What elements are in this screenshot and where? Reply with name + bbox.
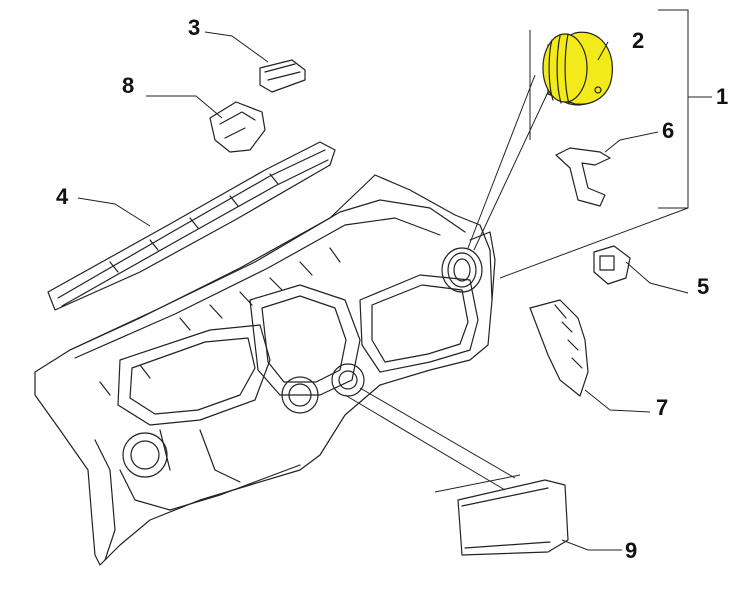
leader-2 xyxy=(597,41,609,61)
callout-8: 8 xyxy=(122,73,135,98)
leader-3 xyxy=(204,31,269,63)
leader-9-console-a xyxy=(359,387,516,479)
leader-9 xyxy=(561,539,622,551)
clip-part-3 xyxy=(259,59,306,93)
dashboard-panel xyxy=(34,174,496,566)
pad-part-9 xyxy=(457,479,569,556)
leader-9-box xyxy=(434,474,521,493)
callout-4: 4 xyxy=(56,184,69,209)
leader-vent-b xyxy=(473,91,549,251)
air-vent-part-2 xyxy=(542,31,613,106)
leader-vent-a xyxy=(467,74,536,249)
bracket-part-8 xyxy=(209,101,266,153)
leader-4 xyxy=(77,197,151,227)
leader-8 xyxy=(146,95,223,119)
leader-6 xyxy=(604,131,659,153)
leader-9-console-b xyxy=(344,394,506,491)
leader-lines xyxy=(77,31,689,551)
callout-1: 1 xyxy=(716,84,729,109)
leader-7 xyxy=(584,389,651,413)
side-trim-part-7 xyxy=(529,299,589,397)
trim-strip-part-4 xyxy=(47,141,336,311)
leader-1-dash xyxy=(499,207,689,279)
clip-part-5 xyxy=(593,245,631,285)
group-1-bracket xyxy=(658,9,689,209)
callout-2: 2 xyxy=(632,28,645,53)
leader-5 xyxy=(625,261,689,294)
callout-9: 9 xyxy=(625,538,638,563)
callout-5: 5 xyxy=(697,274,710,299)
callout-7: 7 xyxy=(656,395,669,420)
callout-3: 3 xyxy=(188,15,201,40)
hook-part-6 xyxy=(555,147,611,207)
callout-6: 6 xyxy=(662,118,675,143)
